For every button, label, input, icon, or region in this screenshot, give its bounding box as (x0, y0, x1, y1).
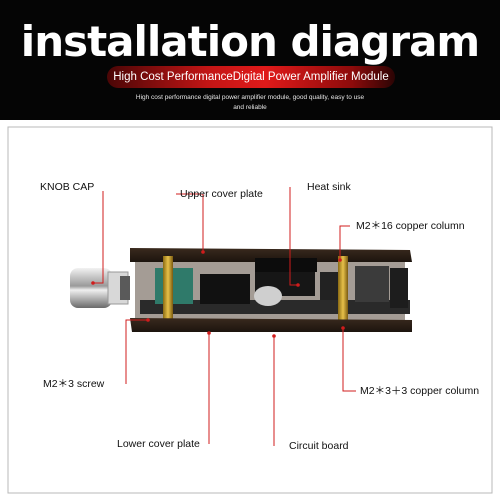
upper-cover-plate-label: Upper cover plate (180, 188, 263, 200)
m2-16-copper-column-label: M2＊16 copper column (356, 220, 465, 232)
diagram-frame (7, 126, 493, 494)
subtitle-text: High Cost PerformanceDigital Power Ampli… (113, 71, 389, 83)
knob-cap-label: KNOB CAP (40, 181, 95, 193)
subtitle-badge: High Cost PerformanceDigital Power Ampli… (107, 66, 395, 88)
leader-lines (93, 187, 356, 446)
circuit-board-label: Circuit board (289, 440, 349, 452)
knob-cap-part (70, 268, 130, 308)
lower-cover-plate-label: Lower cover plate (117, 438, 200, 450)
product-description: High cost performance digital power ampl… (135, 94, 365, 111)
copper-column-right (338, 256, 348, 322)
heat-sink-label: Heat sink (307, 181, 351, 193)
m2-3-screw-label: M2＊3 screw (43, 378, 105, 390)
m2-3-3-copper-column-label: M2＊3＋3 copper column (360, 385, 480, 397)
header-banner: installation diagram High Cost Performan… (0, 0, 500, 120)
heat-sink-part (255, 258, 317, 272)
copper-column-left (163, 256, 173, 322)
leader-endpoints (91, 250, 345, 338)
diagram-title: installation diagram (20, 17, 480, 66)
lower-cover-plate-part (130, 318, 412, 332)
